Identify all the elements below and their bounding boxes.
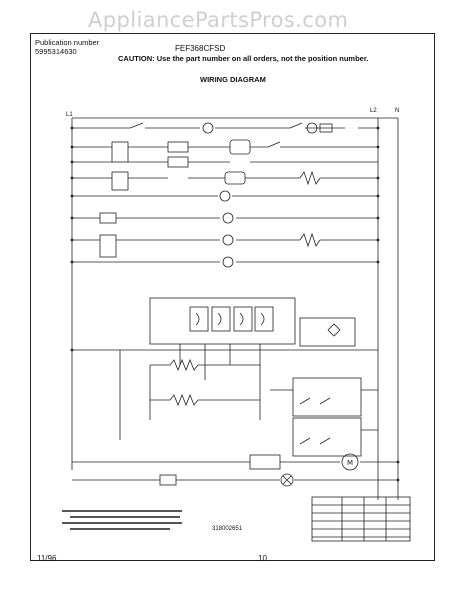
left-front-unit bbox=[229, 139, 251, 155]
bake-element bbox=[150, 393, 260, 407]
left-front-switch bbox=[111, 141, 129, 163]
publication-block: Publication number 5995314630 bbox=[35, 38, 99, 56]
caution-note: CAUTION: Use the part number on all orde… bbox=[118, 54, 369, 63]
footer-page-number: 10 bbox=[258, 554, 267, 563]
notes-fine-print bbox=[62, 510, 182, 512]
watermark: AppliancePartsPros.com bbox=[88, 8, 349, 32]
door-switch bbox=[249, 454, 281, 470]
fluorescent-lamp-symbol bbox=[306, 122, 318, 134]
svg-text:M: M bbox=[347, 459, 353, 467]
diagram-part-number: 318002651 bbox=[212, 526, 243, 532]
publication-number: 5995314630 bbox=[35, 47, 77, 56]
broil-element bbox=[150, 358, 260, 372]
hot-surface-switch bbox=[99, 212, 117, 224]
surface-indicator-light bbox=[219, 190, 231, 202]
footer-date: 11/96 bbox=[37, 554, 57, 563]
model-number: FEF368CFSD bbox=[175, 44, 226, 53]
warming-zone-switch bbox=[99, 234, 117, 258]
lock-switch-table bbox=[311, 496, 411, 542]
oven-lamp-switch bbox=[159, 474, 177, 486]
infinite-switch-rf bbox=[167, 141, 189, 153]
diagram-frame bbox=[30, 33, 435, 561]
rail-label-l2: L2 bbox=[370, 108, 377, 114]
surface-unit bbox=[224, 171, 246, 185]
lock-switch-1 bbox=[292, 377, 362, 417]
publication-label: Publication number bbox=[35, 38, 100, 47]
rail-label-l1: L1 bbox=[66, 112, 73, 118]
surface-unit-switch bbox=[111, 171, 129, 191]
hot-surface-indicator bbox=[222, 212, 234, 224]
warming-zone-light bbox=[222, 234, 234, 246]
warming-zone-indicator bbox=[222, 256, 234, 268]
electronic-oven-control bbox=[149, 297, 296, 345]
ballast-symbol bbox=[202, 122, 214, 134]
oven-lamp bbox=[280, 473, 294, 487]
lamp-starter-symbol bbox=[319, 123, 333, 133]
surface-unit-element bbox=[299, 170, 321, 186]
warming-zone-element bbox=[299, 232, 321, 248]
lock-motor bbox=[341, 453, 359, 471]
temperature-probe-symbol bbox=[327, 323, 341, 337]
diagram-title: WIRING DIAGRAM bbox=[200, 75, 266, 84]
oven-sensor-block bbox=[299, 317, 356, 347]
infinite-switch-lf bbox=[167, 156, 189, 168]
lock-switch-2 bbox=[292, 417, 362, 457]
rail-label-n: N bbox=[395, 108, 399, 114]
